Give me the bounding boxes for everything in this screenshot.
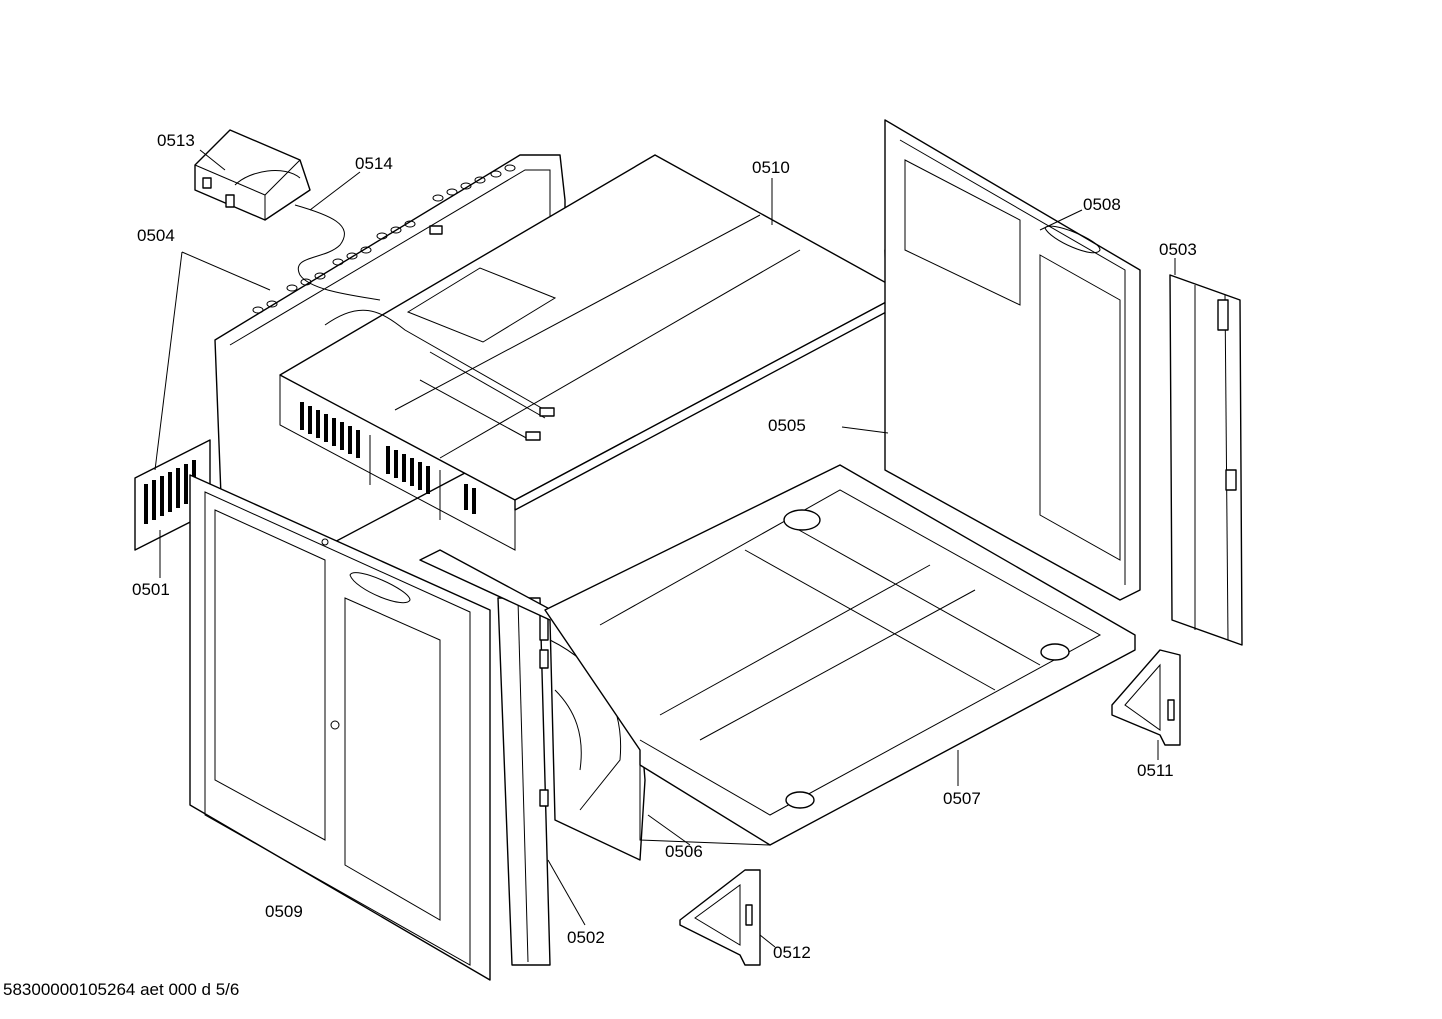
drawing-reference: 58300000105264 aet 000 d 5/6 (3, 980, 240, 999)
side-wall-0509 (189, 474, 491, 981)
rail-0503 (1169, 274, 1243, 646)
leader-lines (154, 149, 1176, 948)
side-wall-0508 (884, 119, 1141, 601)
bracket-0512 (679, 869, 761, 966)
label-0512: 0512 (773, 943, 811, 962)
label-0503: 0503 (1159, 240, 1197, 259)
label-0513: 0513 (157, 131, 195, 150)
label-0502: 0502 (567, 928, 605, 947)
label-0509: 0509 (265, 902, 303, 921)
label-0504: 0504 (137, 226, 175, 245)
label-0510: 0510 (752, 158, 790, 177)
part-labels: 0513 0514 0504 0501 0510 0508 0503 0505 … (132, 131, 1197, 962)
label-0506: 0506 (665, 842, 703, 861)
cable-0514 (294, 204, 381, 301)
label-0505: 0505 (768, 416, 806, 435)
rail-0502 (497, 597, 551, 966)
label-0508: 0508 (1083, 195, 1121, 214)
module-0513 (194, 129, 311, 221)
bracket-0511 (1111, 649, 1181, 746)
bottom-frame-0507 (544, 464, 1136, 846)
label-0507: 0507 (943, 789, 981, 808)
label-0511: 0511 (1137, 761, 1174, 780)
label-0501: 0501 (132, 580, 170, 599)
label-0514: 0514 (355, 154, 393, 173)
